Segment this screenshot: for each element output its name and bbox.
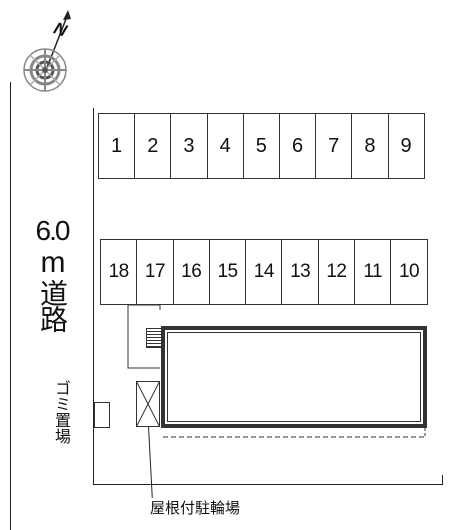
north-compass-icon [23, 10, 71, 92]
stairs-icon [146, 328, 162, 348]
parking-space: 7 [316, 114, 353, 178]
compass: N [14, 4, 84, 104]
parking-space: 9 [389, 114, 425, 178]
parking-space: 1 [99, 114, 136, 178]
road-label: 6.0 m 道路 [28, 215, 76, 331]
property-boundary-right [442, 475, 443, 485]
garbage-area [94, 402, 110, 428]
garbage-area-label: ゴミ置場 [52, 380, 69, 444]
parking-space: 2 [135, 114, 172, 178]
walkway-outline [127, 304, 426, 438]
parking-space: 12 [319, 240, 356, 304]
parking-space: 13 [282, 240, 319, 304]
parking-space: 8 [352, 114, 389, 178]
apartment-building [161, 326, 427, 428]
road-name: 道路 [37, 279, 68, 331]
parking-row-bottom: 18 17 16 15 14 13 12 11 10 [100, 239, 428, 305]
parking-space: 14 [246, 240, 283, 304]
parking-row-top: 1 2 3 4 5 6 7 8 9 [98, 113, 425, 179]
property-boundary-left [93, 108, 94, 485]
property-boundary-bottom [93, 484, 443, 485]
bike-parking-area [136, 381, 160, 427]
parking-space: 6 [280, 114, 317, 178]
road-width: 6.0 [35, 215, 71, 246]
road-unit: m [40, 246, 66, 279]
road-edge-line [10, 82, 11, 530]
parking-space: 11 [355, 240, 392, 304]
parking-space: 17 [137, 240, 174, 304]
parking-space: 10 [391, 240, 428, 304]
parking-space: 5 [244, 114, 280, 178]
parking-space: 18 [101, 240, 138, 304]
parking-space: 15 [210, 240, 247, 304]
parking-space: 16 [174, 240, 210, 304]
parking-space: 4 [208, 114, 244, 178]
parking-space: 3 [171, 114, 208, 178]
bike-parking-label: 屋根付駐輪場 [150, 500, 241, 517]
